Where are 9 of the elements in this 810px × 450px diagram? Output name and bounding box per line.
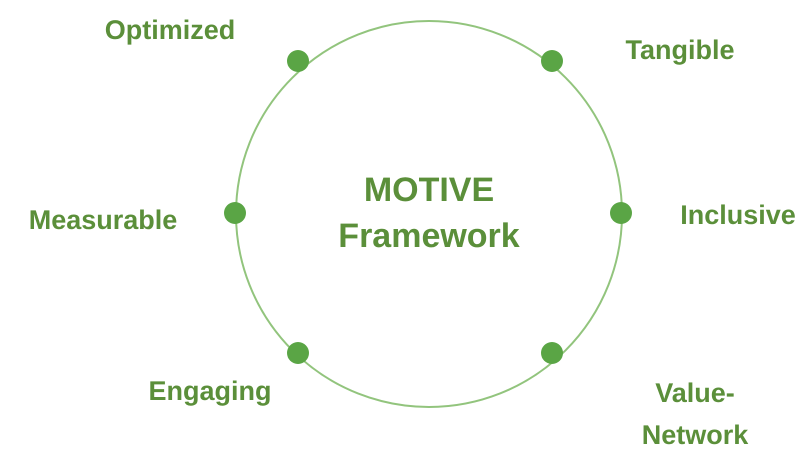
principle-label: Measurable	[28, 204, 178, 238]
marker-dot	[224, 202, 246, 224]
principle-label: Tangible	[626, 34, 734, 68]
principle-label: Inclusive	[680, 199, 796, 232]
principle-label: Optimized	[104, 14, 236, 48]
principle-label: Engaging	[148, 375, 272, 408]
marker-dot	[610, 202, 632, 224]
principle-label: Value-Network	[640, 377, 750, 450]
framework-title: MOTIVE Framework	[337, 170, 521, 257]
